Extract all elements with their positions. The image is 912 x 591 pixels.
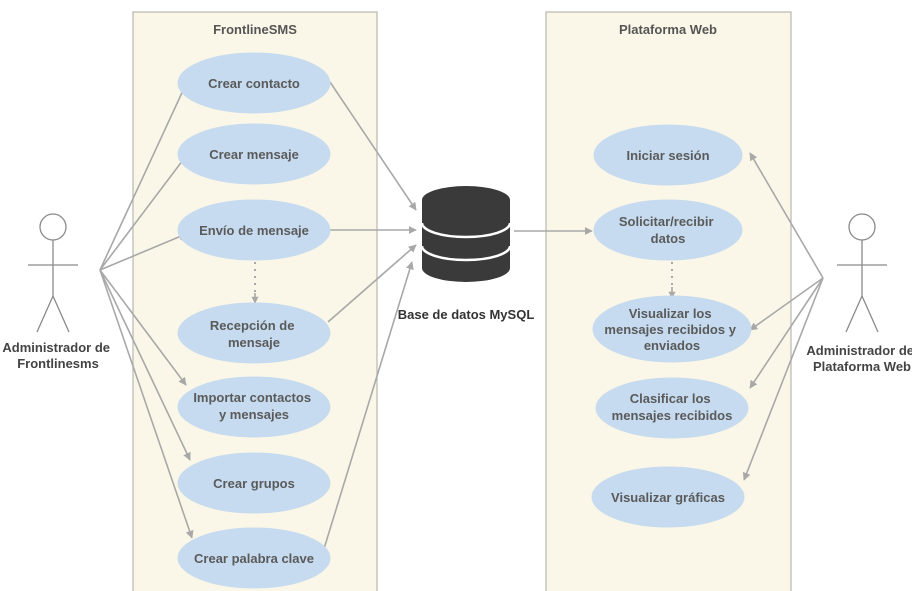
use-case-envio-mensaje[interactable]: Envío de mensaje	[177, 199, 331, 261]
stick-figure-icon	[837, 213, 887, 333]
assoc-importar	[99, 269, 187, 386]
database-icon	[420, 186, 512, 282]
link-recepcion-db	[327, 244, 417, 323]
use-case-visualizar-graficas[interactable]: Visualizar gráficas	[591, 466, 745, 528]
assoc-visualizar-mensajes	[749, 277, 824, 331]
connectors	[99, 81, 824, 553]
use-case-crear-grupos[interactable]: Crear grupos	[177, 452, 331, 514]
use-case-label: Recepción de mensaje	[210, 318, 298, 350]
use-case-crear-contacto[interactable]: Crear contacto	[177, 52, 331, 114]
actor-administrador-plataforma-web: Administrador de Plataforma Web	[806, 213, 912, 374]
use-case-importar-contactos[interactable]: Importar contactos y mensajes	[177, 376, 331, 438]
use-case-label: Visualizar los mensajes recibidos y envi…	[604, 306, 739, 353]
assoc-visualizar-graficas	[742, 277, 824, 481]
assoc-crear-mensaje	[99, 155, 187, 271]
use-case-label: Importar contactos y mensajes	[193, 390, 314, 422]
use-case-solicitar-recibir-datos[interactable]: Solicitar/recibir datos	[593, 199, 743, 261]
use-case-label: Crear mensaje	[209, 147, 299, 162]
assoc-envio-mensaje	[99, 233, 187, 271]
use-case-label: Clasificar los mensajes recibidos	[612, 391, 733, 423]
use-case-clasificar-mensajes[interactable]: Clasificar los mensajes recibidos	[595, 377, 749, 439]
assoc-clasificar	[749, 277, 824, 389]
use-case-label: Visualizar gráficas	[611, 490, 725, 505]
assoc-crear-grupos	[99, 269, 191, 461]
use-case-label: Crear palabra clave	[194, 551, 314, 566]
database: Base de datos MySQL	[398, 186, 535, 322]
use-cases-frontlinesms: Crear contacto Crear mensaje Envío de me…	[177, 52, 331, 589]
assoc-crear-contacto	[99, 83, 187, 271]
use-case-label: Crear contacto	[208, 76, 300, 91]
use-case-crear-palabra-clave[interactable]: Crear palabra clave	[177, 527, 331, 589]
use-case-visualizar-mensajes[interactable]: Visualizar los mensajes recibidos y envi…	[592, 295, 752, 363]
use-case-recepcion-mensaje[interactable]: Recepción de mensaje	[177, 302, 331, 364]
use-case-label: Crear grupos	[213, 476, 295, 491]
actor-label: Administrador de Plataforma Web	[806, 343, 912, 374]
use-case-label: Envío de mensaje	[199, 223, 309, 238]
system-title-frontlinesms: FrontlineSMS	[213, 22, 297, 37]
use-case-label: Solicitar/recibir datos	[619, 214, 717, 246]
system-title-plataforma-web: Plataforma Web	[619, 22, 717, 37]
assoc-crear-palabra-clave	[99, 269, 194, 539]
use-case-iniciar-sesion[interactable]: Iniciar sesión	[593, 124, 743, 186]
link-palabra-db	[322, 261, 414, 553]
use-case-crear-mensaje[interactable]: Crear mensaje	[177, 123, 331, 185]
database-label: Base de datos MySQL	[398, 307, 535, 322]
actor-label: Administrador de Frontlinesms	[2, 340, 113, 371]
stick-figure-icon	[28, 213, 78, 333]
use-cases-plataforma-web: Iniciar sesión Solicitar/recibir datos V…	[591, 124, 752, 528]
use-case-label: Iniciar sesión	[626, 148, 709, 163]
assoc-iniciar-sesion	[749, 152, 824, 279]
actor-administrador-frontlinesms: Administrador de Frontlinesms	[2, 213, 113, 371]
link-contacto-db	[329, 81, 417, 211]
